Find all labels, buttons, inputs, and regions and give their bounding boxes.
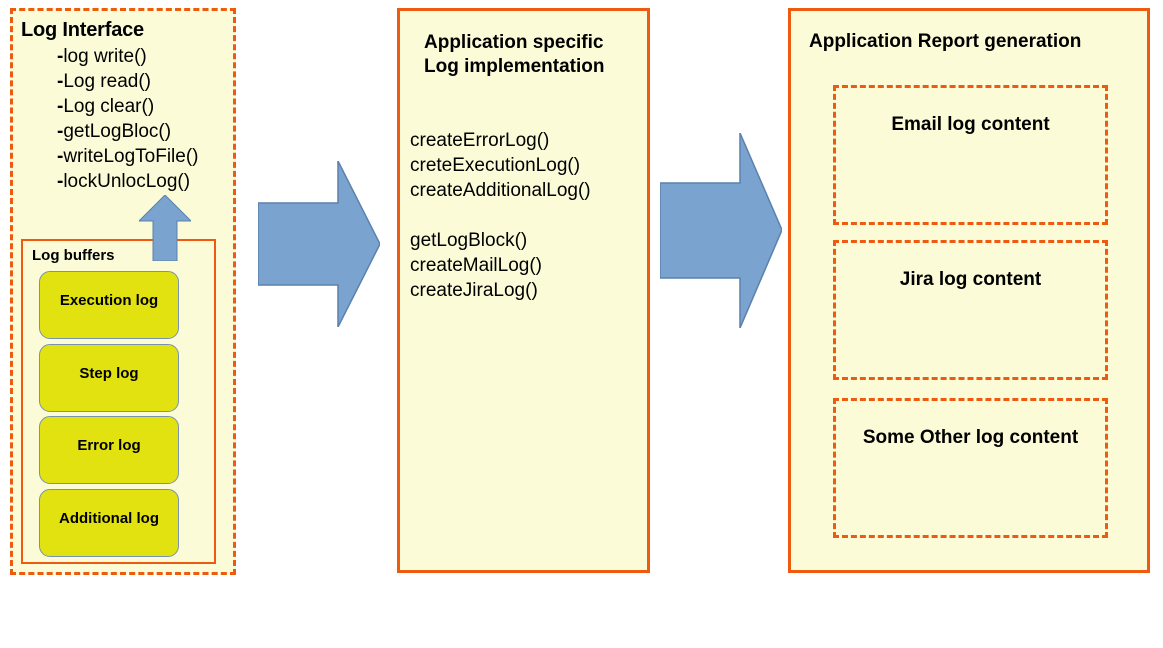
method-item: -log write() bbox=[57, 44, 198, 69]
report-box-label: Some Other log content bbox=[862, 427, 1079, 448]
log-buffer-label: Step log bbox=[79, 365, 139, 382]
method-dash: - bbox=[57, 146, 64, 167]
log-implementation-method-group-2: getLogBlock() createMailLog() createJira… bbox=[410, 228, 542, 303]
log-interface-title: Log Interface bbox=[21, 19, 144, 41]
method-label: createMailLog() bbox=[410, 255, 542, 276]
log-implementation-title-line-1: Application specific bbox=[424, 32, 604, 53]
arrow-right-icon bbox=[258, 161, 380, 327]
log-implementation-title-line-2: Log implementation bbox=[424, 56, 605, 77]
method-item: -Log read() bbox=[57, 69, 198, 94]
report-box-other-log: Some Other log content bbox=[833, 398, 1108, 538]
method-label: getLogBloc() bbox=[63, 121, 172, 142]
report-generation-title: Application Report generation bbox=[809, 31, 1082, 52]
log-buffer-label: Error log bbox=[77, 437, 141, 454]
log-buffer-step-log: Step log bbox=[39, 344, 179, 412]
method-label: Log clear() bbox=[63, 96, 155, 117]
log-implementation-panel: Application specific Log implementation … bbox=[397, 8, 650, 573]
arrow-up-icon bbox=[139, 195, 191, 261]
log-implementation-method-group-1: createErrorLog() creteExecutionLog() cre… bbox=[410, 128, 591, 203]
method-label: Log read() bbox=[63, 71, 151, 92]
log-interface-method-list: -log write() -Log read() -Log clear() -g… bbox=[57, 44, 198, 194]
method-dash: - bbox=[57, 46, 64, 67]
method-dash: - bbox=[57, 121, 64, 142]
method-label: createErrorLog() bbox=[410, 130, 550, 151]
log-buffer-execution-log: Execution log bbox=[39, 271, 179, 339]
method-label: lockUnlocLog() bbox=[63, 171, 191, 192]
log-buffer-additional-log: Additional log bbox=[39, 489, 179, 557]
method-item: -lockUnlocLog() bbox=[57, 169, 198, 194]
method-item: -getLogBloc() bbox=[57, 119, 198, 144]
method-item: -writeLogToFile() bbox=[57, 144, 198, 169]
method-label: createJiraLog() bbox=[410, 280, 538, 301]
arrow-right-icon bbox=[660, 133, 782, 328]
method-label: createAdditionalLog() bbox=[410, 180, 591, 201]
method-dash: - bbox=[57, 96, 64, 117]
report-generation-panel: Application Report generation Email log … bbox=[788, 8, 1150, 573]
method-label: writeLogToFile() bbox=[63, 146, 199, 167]
log-implementation-title: Application specific Log implementation bbox=[424, 31, 605, 79]
method-label: log write() bbox=[63, 46, 147, 67]
log-buffer-label: Execution log bbox=[59, 292, 159, 309]
method-dash: - bbox=[57, 71, 64, 92]
method-label: creteExecutionLog() bbox=[410, 155, 581, 176]
log-buffer-label: Additional log bbox=[59, 510, 159, 527]
method-item: -Log clear() bbox=[57, 94, 198, 119]
report-box-email-log: Email log content bbox=[833, 85, 1108, 225]
log-buffers-box: Log buffers Execution log Step log Error… bbox=[21, 239, 216, 564]
method-dash: - bbox=[57, 171, 64, 192]
log-interface-panel: Log Interface -log write() -Log read() -… bbox=[10, 8, 236, 575]
report-box-jira-log: Jira log content bbox=[833, 240, 1108, 380]
method-label: getLogBlock() bbox=[410, 230, 528, 251]
log-buffer-error-log: Error log bbox=[39, 416, 179, 484]
report-box-label: Jira log content bbox=[899, 269, 1042, 290]
report-box-label: Email log content bbox=[891, 114, 1050, 135]
log-buffers-title: Log buffers bbox=[32, 247, 115, 264]
